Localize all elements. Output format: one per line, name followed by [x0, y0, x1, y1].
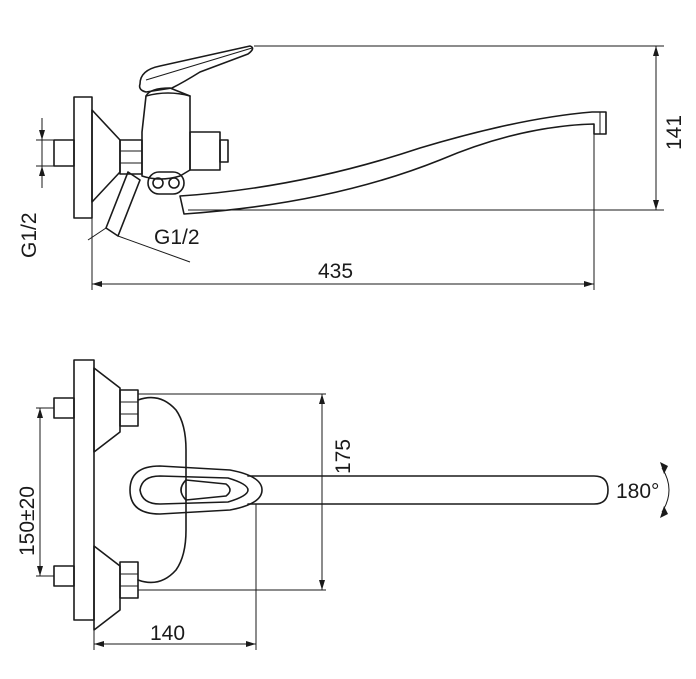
cartridge-housing	[189, 131, 221, 171]
handle-body	[129, 465, 263, 515]
wall-flange	[73, 96, 93, 219]
label-g12-diagonal: G1/2	[154, 226, 200, 249]
mixer-body	[141, 92, 191, 180]
side-view	[36, 45, 664, 290]
bridge-body	[137, 396, 187, 584]
inlet-pipe	[53, 139, 75, 167]
label-435: 435	[318, 260, 353, 283]
label-141: 141	[663, 115, 686, 150]
hex-nut	[119, 139, 143, 175]
handle-lever	[138, 45, 254, 93]
spout	[179, 111, 607, 215]
label-140: 140	[150, 622, 185, 645]
upper-nut	[119, 389, 139, 427]
eccentric-connector	[105, 171, 141, 237]
plan-view	[36, 359, 670, 650]
rotation-arc	[661, 467, 670, 513]
label-180-deg: 180°	[616, 480, 659, 503]
lower-nut	[119, 561, 139, 599]
label-175: 175	[332, 439, 355, 474]
label-g12-vertical: G1/2	[18, 212, 41, 258]
wall-plate	[73, 359, 95, 621]
diverter	[147, 171, 185, 195]
handle-lever-top	[139, 475, 249, 505]
flange-cone	[91, 109, 121, 203]
label-150-20: 150±20	[16, 486, 39, 556]
spout-plan	[247, 475, 609, 505]
